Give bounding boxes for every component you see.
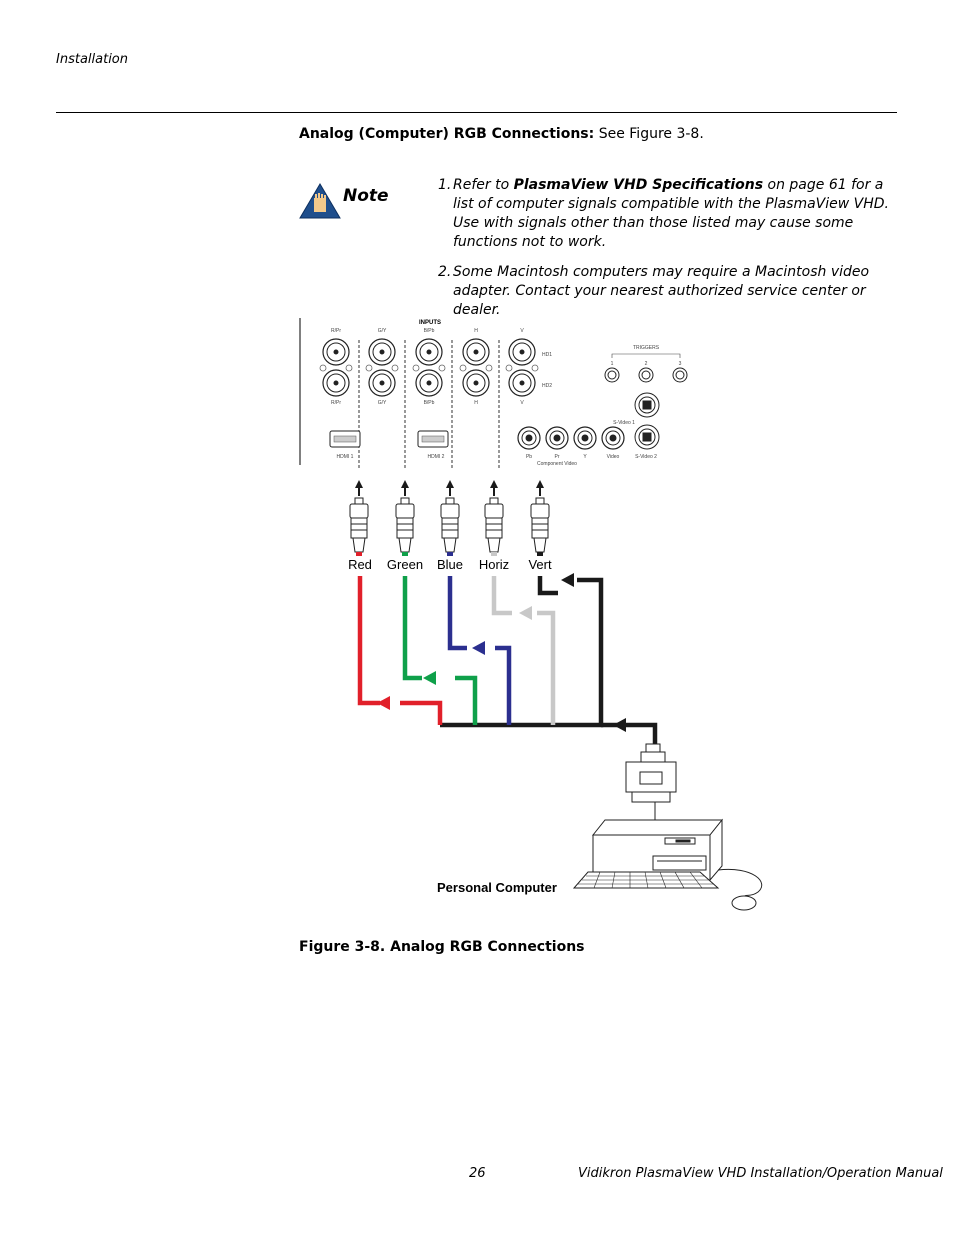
bnc-label: R/Pr [331,400,341,406]
cable-label-vert: Vert [528,557,552,572]
bnc-label: G/Y [378,328,387,334]
cable-blue-end [447,576,467,651]
bnc-screw-holes [319,364,539,372]
bnc-plug-green [395,497,415,556]
hdmi-label: HDMI 1 [337,454,354,460]
bnc-plug-horiz [484,497,504,556]
bnc-label: V [520,400,524,406]
cable-vert-end [537,576,558,596]
bnc-label: R/Pr [331,328,341,334]
hd2-label: HD2 [542,383,552,389]
page-number: 26 [469,1166,486,1181]
note-item: 1.Refer to PlasmaView VHD Specifications… [438,176,898,252]
note-item-number: 2. [438,264,452,280]
cable-label-green: Green [387,557,423,572]
rca-label: Pb [526,454,532,460]
cable-green-end [402,576,422,681]
section-heading: Analog (Computer) RGB Connections: See F… [299,126,704,142]
bnc-label: B/Pb [424,328,435,334]
rca-label: Y [583,454,587,460]
running-head: Installation [56,52,129,67]
bnc-plug-vert [530,497,550,556]
cable-label-red: Red [348,557,372,572]
note-item-number: 1. [438,177,452,193]
bnc-plug-red [349,497,369,556]
trigger-number: 3 [679,361,682,367]
vga-connector [625,743,677,803]
cable-direction-arrows [377,573,626,732]
svideo-label: S-Video 1 [613,420,635,426]
cable-green-return [455,675,478,725]
hdmi-label: HDMI 2 [428,454,445,460]
section-heading-bold: Analog (Computer) RGB Connections: [299,126,595,142]
bnc-label: H [474,328,478,334]
bnc-plug-blue [440,497,460,556]
note-item-text-end: on page 61 for a list of computer signal… [453,177,889,250]
svideo-jack [634,392,660,418]
analog-rgb-figure: INPUTS R/Pr G/Y B/Pb H V [299,318,763,911]
rear-panel: INPUTS R/Pr G/Y B/Pb H V [299,318,688,468]
note-item: 2.Some Macintosh computers may require a… [438,263,898,320]
rca-label: Video [607,454,620,460]
manual-title: Vidikron PlasmaView VHD Installation/Ope… [578,1166,943,1181]
bnc-label: H [474,400,478,406]
cable-gray-end [491,576,512,616]
cable-label-blue: Blue [437,557,463,572]
bnc-jack-row-bottom [322,369,536,397]
cable-red-end [357,576,380,706]
header-rule [56,112,897,113]
cable-label-horiz: Horiz [479,557,509,572]
connection-arrows [355,480,544,496]
note-item-text: Refer to [453,177,514,193]
component-video-label: Component Video [537,461,577,467]
inputs-title: INPUTS [419,320,441,326]
bnc-plugs [349,497,550,556]
cables [357,576,658,744]
note-list: 1.Refer to PlasmaView VHD Specifications… [438,176,898,331]
section-heading-rest: See Figure 3-8. [594,126,704,142]
cable-blue-return [495,645,512,725]
trigger-number: 1 [611,361,614,367]
bnc-jack-row-top [322,338,536,366]
triggers-title: TRIGGERS [633,345,660,351]
note-item-text: Some Macintosh computers may require a M… [453,264,870,318]
rca-label: Pr [555,454,560,460]
hd1-label: HD1 [542,352,552,358]
cable-red-return [400,700,443,725]
bnc-label: G/Y [378,400,387,406]
note-item-bold: PlasmaView VHD Specifications [513,177,764,193]
personal-computer-label: Personal Computer [437,880,557,895]
note-hand-icon [299,183,341,219]
cable-trunk-to-pc [601,722,658,744]
bnc-label: V [520,328,524,334]
cable-black-vert-return [440,577,604,728]
note-label: Note [343,186,389,206]
trigger-number: 2 [645,361,648,367]
cable-gray-return [537,610,556,725]
svideo-jack [634,424,660,450]
trigger-jacks [604,367,688,383]
figure-caption: Figure 3-8. Analog RGB Connections [299,939,585,955]
bnc-label: B/Pb [424,400,435,406]
computer-illustration [572,818,763,911]
rca-jacks [517,426,625,450]
svideo-label: S-Video 2 [635,454,657,460]
